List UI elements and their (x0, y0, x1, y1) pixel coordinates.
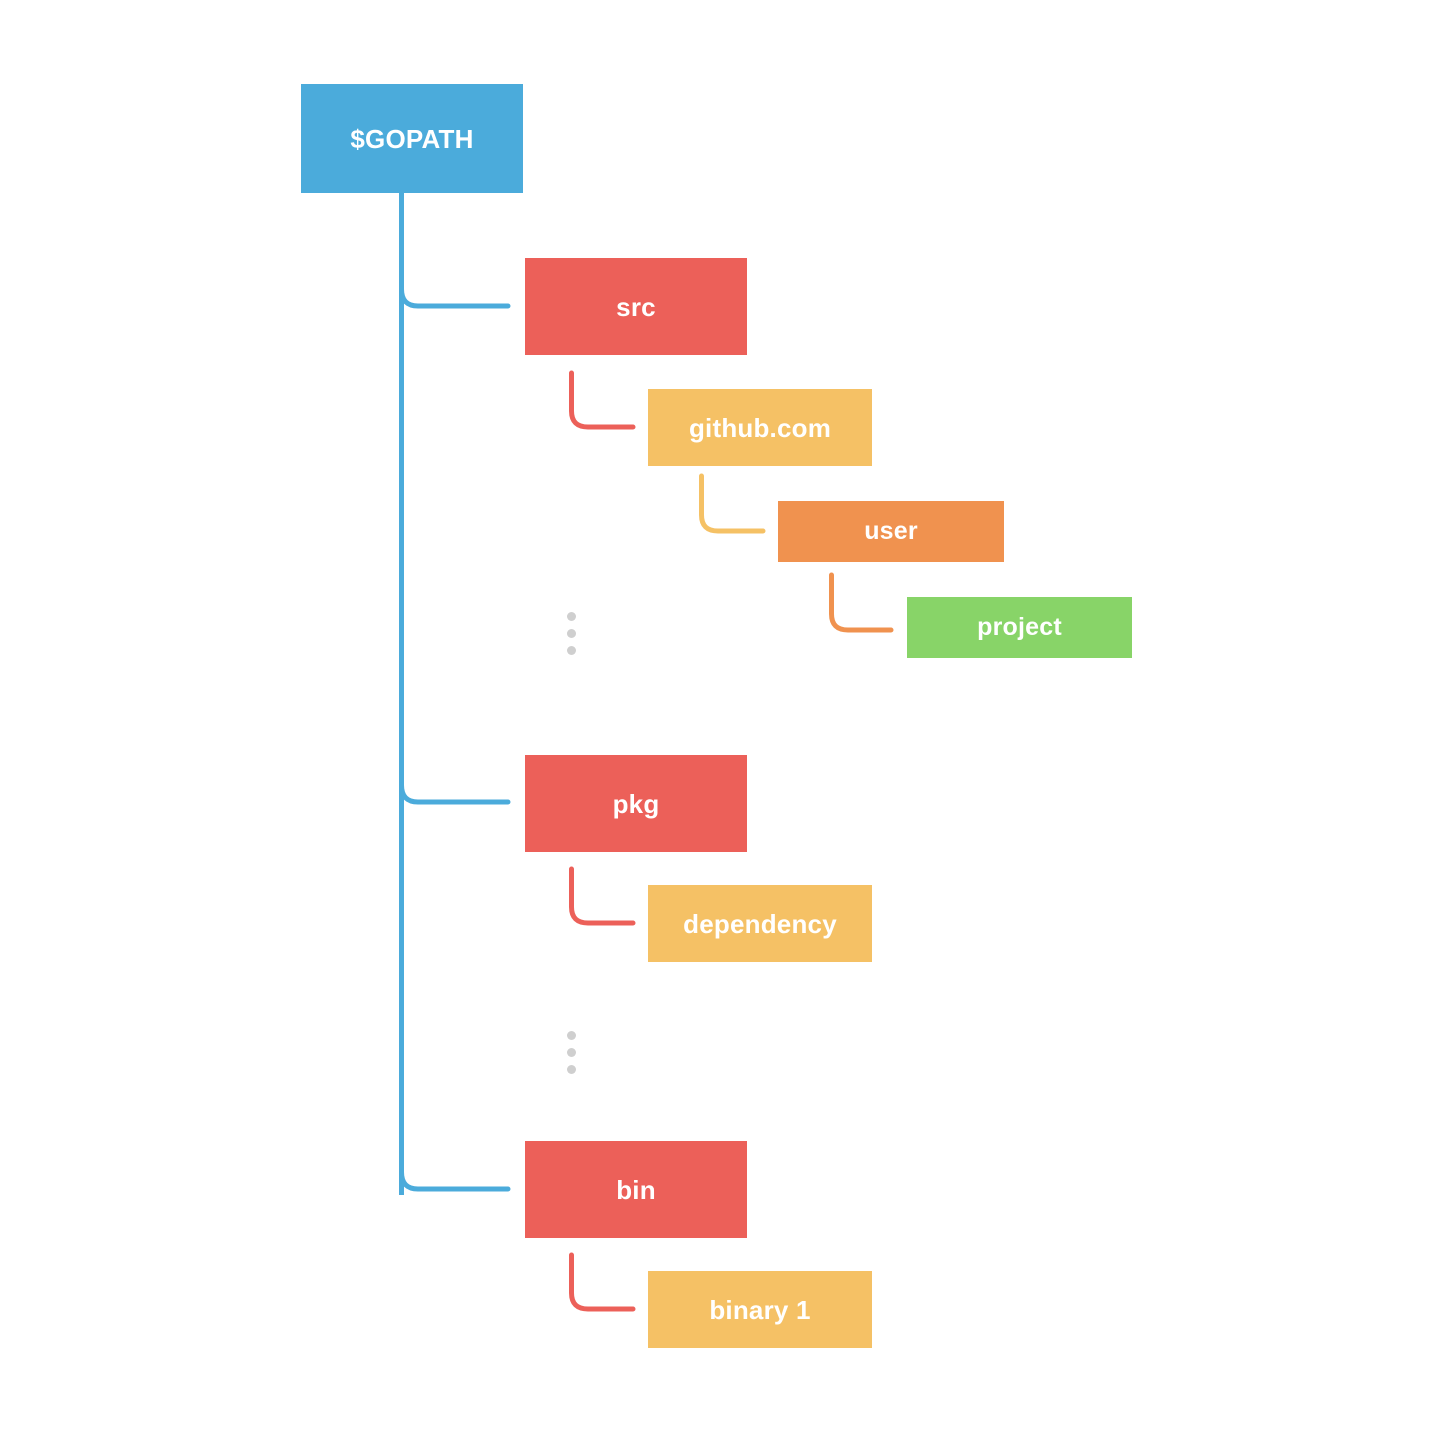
ellipsis-dot (566, 1031, 576, 1040)
node-user[interactable]: user (778, 501, 1004, 562)
connector-gopath-to-bin (399, 1169, 511, 1192)
ellipsis-dot (566, 1065, 576, 1074)
node-github-label: github.com (688, 412, 832, 443)
node-src-label: src (616, 291, 656, 322)
connector-pkg-to-dependency (569, 866, 636, 926)
ellipsis-dot (566, 629, 576, 638)
ellipsis-dot (566, 1048, 576, 1057)
node-gopath-label: $GOPATH (350, 123, 474, 154)
node-project-label: project (977, 613, 1062, 641)
node-src[interactable]: src (525, 258, 747, 355)
node-bin[interactable]: bin (525, 1141, 747, 1238)
node-pkg[interactable]: pkg (525, 755, 747, 852)
connector-gopath-to-src (399, 286, 511, 309)
node-pkg-label: pkg (612, 788, 660, 819)
connector-gopath-to-pkg (399, 782, 511, 805)
node-project[interactable]: project (907, 597, 1132, 658)
node-binary1-label: binary 1 (709, 1294, 811, 1325)
ellipsis-dot (566, 646, 576, 655)
connector-user-to-project (829, 572, 894, 633)
node-dependency-label: dependency (683, 908, 837, 939)
ellipsis-src-pkg (566, 612, 576, 655)
connector-bin-to-binary1 (569, 1252, 636, 1312)
node-binary1[interactable]: binary 1 (648, 1271, 872, 1348)
node-user-label: user (864, 517, 918, 545)
node-dependency[interactable]: dependency (648, 885, 872, 962)
connector-github-to-user (699, 473, 766, 534)
node-bin-label: bin (616, 1174, 656, 1205)
connector-src-to-github (569, 370, 636, 430)
node-gopath[interactable]: $GOPATH (301, 84, 523, 193)
ellipsis-dot (566, 612, 576, 621)
ellipsis-pkg-bin (566, 1031, 576, 1074)
node-github[interactable]: github.com (648, 389, 872, 466)
